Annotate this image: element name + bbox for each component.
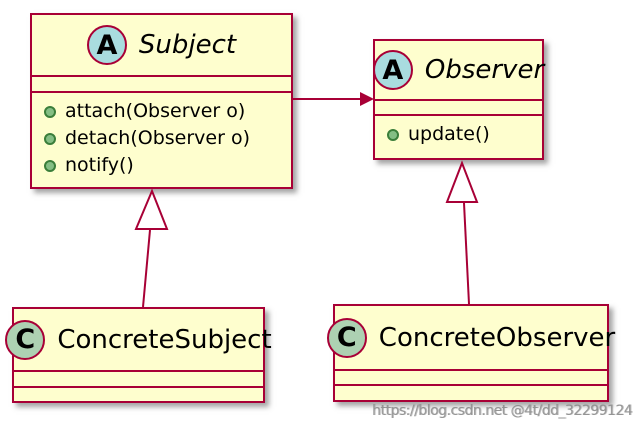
abstract-spot-icon: A (372, 50, 413, 90)
class-spot-icon: C (5, 319, 46, 360)
methods-compartment-empty (14, 388, 263, 401)
public-method-icon (44, 105, 56, 118)
class-header-concrete-observer: C ConcreteObserver (326, 306, 615, 371)
fields-compartment-empty (335, 371, 607, 386)
public-method-icon (44, 132, 56, 145)
class-box-observer: A Observer update() (372, 39, 545, 160)
class-box-subject: A Subject attach(Observer o) detach(Obse… (30, 13, 293, 189)
fields-compartment-empty (375, 101, 542, 116)
abstract-spot-icon: A (86, 25, 127, 65)
class-box-concrete-observer: C ConcreteObserver (326, 304, 615, 402)
association-arrow-subject-to-observer (293, 92, 374, 106)
class-header-subject: A Subject (32, 15, 291, 77)
public-method-icon (44, 159, 56, 172)
method-row: detach(Observer o) (44, 125, 281, 152)
class-name-concrete-observer: ConcreteObserver (378, 322, 616, 353)
class-header-concrete-subject: C ConcreteSubject (5, 309, 272, 372)
method-row: update() (387, 121, 532, 148)
method-row: attach(Observer o) (44, 98, 281, 125)
class-name-concrete-subject: ConcreteSubject (57, 324, 272, 355)
class-header-observer: A Observer (372, 41, 545, 101)
generalization-arrow-concreteobserver-to-observer (445, 160, 479, 305)
class-name-observer: Observer (424, 55, 545, 85)
method-label: update() (408, 123, 490, 145)
method-label: attach(Observer o) (65, 100, 246, 122)
methods-compartment-empty (335, 386, 607, 398)
class-spot-icon: C (326, 317, 367, 358)
fields-compartment-empty (32, 77, 291, 93)
class-box-concrete-subject: C ConcreteSubject (5, 307, 272, 403)
public-method-icon (387, 128, 399, 141)
watermark-text: https://blog.csdn.net @4t/dd_32299124 (372, 403, 633, 419)
method-label: notify() (65, 154, 134, 176)
class-name-subject: Subject (138, 30, 237, 60)
methods-compartment-observer: update() (375, 116, 542, 148)
method-label: detach(Observer o) (65, 127, 250, 149)
method-row: notify() (44, 152, 281, 179)
fields-compartment-empty (14, 372, 263, 388)
generalization-arrow-concretesubject-to-subject (134, 188, 169, 308)
methods-compartment-subject: attach(Observer o) detach(Observer o) no… (32, 93, 291, 179)
